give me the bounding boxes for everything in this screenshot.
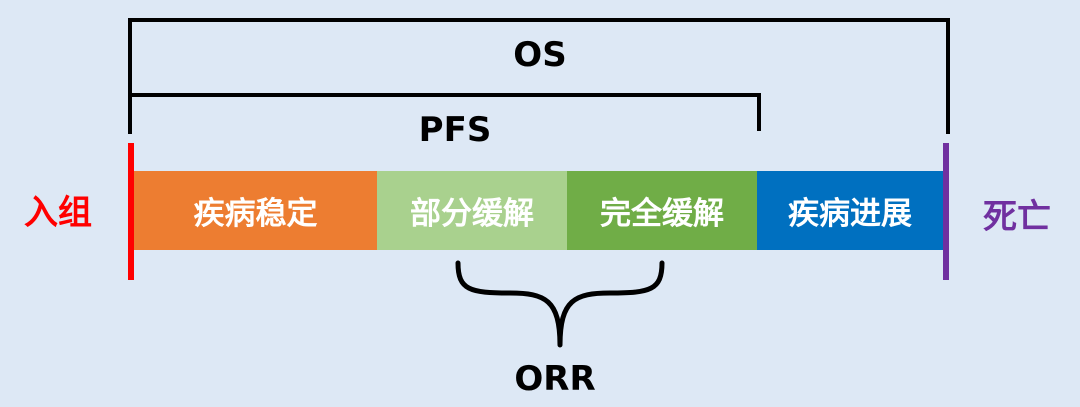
os-bracket-left — [128, 18, 132, 134]
enrollment-marker — [128, 143, 134, 280]
death-marker — [943, 143, 949, 280]
orr-label: ORR — [514, 359, 596, 399]
pfs-bracket-top — [128, 93, 761, 97]
enrollment-label: 入组 — [24, 193, 92, 233]
os-bracket-right — [946, 18, 950, 134]
pfs-label: PFS — [418, 110, 492, 150]
phase-progressive-disease: 疾病进展 — [757, 171, 943, 250]
phase-stable-disease: 疾病稳定 — [134, 171, 377, 250]
phase-complete-response: 完全缓解 — [567, 171, 757, 250]
os-label: OS — [513, 35, 567, 75]
pfs-bracket-right — [757, 93, 761, 131]
death-label: 死亡 — [983, 197, 1051, 237]
phase-partial-response: 部分缓解 — [377, 171, 567, 250]
os-bracket-top — [128, 18, 950, 22]
